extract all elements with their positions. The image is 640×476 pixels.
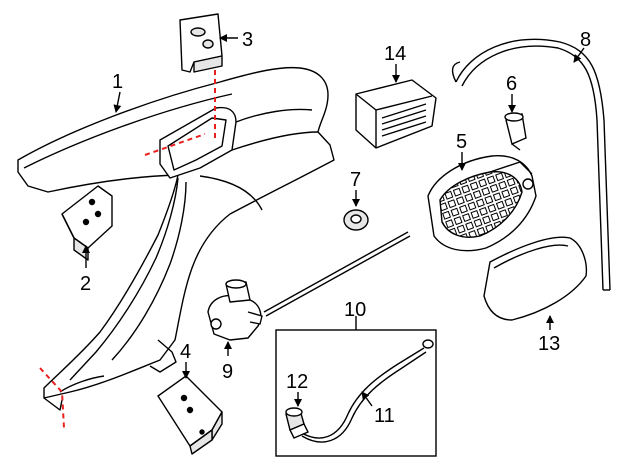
callout-3: 3 <box>242 29 253 51</box>
leader-lines <box>82 34 585 407</box>
callout-labels: 1 2 3 4 5 6 7 8 9 10 11 12 13 14 <box>80 29 591 427</box>
release-cable-kit-part-10 <box>275 329 437 457</box>
leader-11 <box>361 391 373 407</box>
leader-1 <box>113 91 122 113</box>
callout-11: 11 <box>374 405 395 427</box>
fuel-door-part-13 <box>483 236 588 321</box>
quarter-panel-part <box>17 66 335 411</box>
bracket-part-2 <box>61 185 113 261</box>
cut-line-pillar <box>144 133 206 156</box>
callout-9: 9 <box>222 361 233 383</box>
callout-5: 5 <box>456 131 467 153</box>
callout-13: 13 <box>538 333 560 355</box>
callout-7: 7 <box>350 169 361 191</box>
callout-10: 10 <box>344 299 366 321</box>
leader-8 <box>573 47 585 63</box>
callout-14: 14 <box>384 43 406 65</box>
cut-lines <box>39 70 216 429</box>
callout-8: 8 <box>580 29 591 51</box>
bracket-part-4 <box>157 375 223 455</box>
grommet-part-7 <box>343 209 369 231</box>
callout-4: 4 <box>180 341 191 363</box>
drain-hose-part-8 <box>451 38 611 291</box>
reinforcement-part-3 <box>179 13 223 73</box>
actuator-pin-part-6 <box>504 112 527 151</box>
filler-housing-part-5 <box>427 155 537 252</box>
callout-12: 12 <box>286 371 308 393</box>
callout-6: 6 <box>506 73 517 95</box>
actuator-part-9 <box>207 231 411 341</box>
callout-1: 1 <box>112 71 123 93</box>
cut-line-lower <box>39 367 65 429</box>
vent-part-14 <box>355 79 437 149</box>
callout-2: 2 <box>80 273 91 295</box>
clip-part-12 <box>285 407 309 439</box>
